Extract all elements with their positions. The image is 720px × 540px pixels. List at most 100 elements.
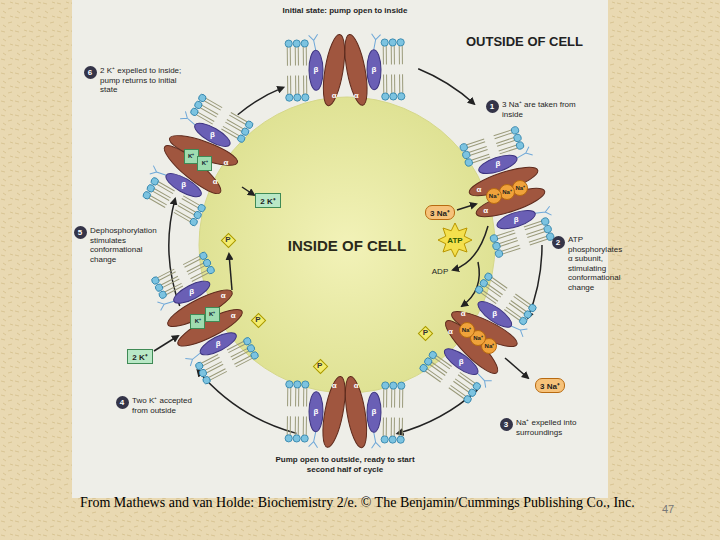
lipid-tail (391, 389, 395, 437)
lipid-tail (287, 47, 291, 95)
lipid-head (462, 150, 471, 159)
step-text: ATP phosphorylates α subunit, stimulatin… (568, 235, 628, 293)
alpha-subunit (318, 375, 349, 449)
lipid-head (301, 435, 308, 442)
atp-star: ATP (437, 222, 473, 258)
atp-arrow (462, 262, 479, 306)
beta-label: β (210, 131, 215, 139)
potassium-ion: K⁺ (184, 149, 199, 164)
beta-subunit (309, 392, 323, 432)
lipid-head (293, 435, 300, 442)
sodium-ion: Na⁺ (459, 322, 475, 338)
lipid-tail (391, 45, 395, 93)
ion-arrow (154, 336, 178, 351)
callout-number: 4 (116, 396, 129, 409)
beta-label: β (514, 216, 519, 224)
lipid-head (389, 436, 396, 443)
ion-count: 3 Na⁺ (535, 378, 565, 393)
callout-number: 6 (84, 66, 97, 79)
sugar-chain (515, 147, 533, 161)
sodium-potassium-pump (285, 374, 405, 449)
lipid-tail (466, 130, 513, 148)
sodium-potassium-pump (454, 124, 560, 260)
phosphate-arrow (229, 254, 232, 290)
alpha-subunit (164, 284, 236, 333)
phosphate: P (251, 313, 265, 327)
beta-label: β (495, 160, 500, 168)
lipid-head (381, 39, 388, 46)
lipid-head (459, 143, 468, 152)
region-label: OUTSIDE OF CELL (466, 34, 606, 49)
callout-number: 1 (486, 100, 499, 113)
node-label: INSIDE OF CELL (288, 237, 406, 254)
phosphate: P (313, 359, 327, 373)
atp-arrow (453, 226, 488, 270)
sugar-chain (372, 432, 381, 448)
lipid-head (202, 375, 212, 385)
lipid-head (302, 94, 309, 101)
alpha-label: α (224, 159, 229, 167)
alpha-label: α (448, 328, 453, 336)
lipid-tail (499, 229, 546, 247)
lipid-head (250, 351, 260, 361)
sodium-ion: Na⁺ (486, 188, 502, 204)
alpha-label: α (461, 310, 466, 318)
beta-subunit (367, 392, 381, 432)
lipid-tail (490, 277, 531, 307)
alpha-subunit (440, 315, 503, 379)
alpha-label: α (354, 92, 359, 100)
lipid-head (510, 126, 519, 135)
alpha-subunit (319, 33, 348, 107)
lipid-tail (209, 355, 253, 380)
lipid-tail (501, 236, 548, 254)
alpha-label: α (483, 207, 488, 215)
product-label: ADP (432, 267, 448, 277)
lipid-head (494, 249, 503, 258)
lipid-tail (303, 46, 307, 94)
lipid-head (398, 93, 405, 100)
ion-count: 2 K⁺ (127, 349, 152, 364)
lipid-head (543, 225, 552, 234)
lipid-tail (383, 46, 387, 94)
alpha-label: α (332, 92, 337, 100)
lipid-tail (149, 195, 192, 221)
ion-count: 2 K⁺ (255, 193, 280, 208)
beta-label: β (459, 358, 464, 366)
alpha-label: α (332, 382, 337, 390)
ion-arrow (457, 204, 476, 210)
sugar-chain (510, 320, 528, 337)
sugar-chain (149, 166, 167, 182)
beta-label: β (314, 66, 319, 74)
sugar-chain (309, 34, 318, 50)
lipid-head (294, 94, 301, 101)
sugar-chain (157, 295, 175, 310)
sugar-chain (534, 206, 552, 220)
alpha-label: α (354, 382, 359, 390)
lipid-head (142, 190, 152, 200)
cycle-arrow (398, 390, 478, 434)
lipid-head (492, 242, 501, 251)
beta-label: β (189, 288, 194, 296)
potassium-ion: K⁺ (205, 307, 220, 322)
lipid-head (302, 381, 309, 388)
ion-arrow (242, 187, 254, 195)
phosphate: P (221, 233, 235, 247)
potassium-ion: K⁺ (190, 314, 205, 329)
alpha-subunit (340, 33, 371, 107)
lipid-head (419, 363, 429, 373)
callout-number: 3 (500, 418, 513, 431)
alpha-label: α (213, 178, 218, 186)
step-text: Dephosphorylation stimulates conformatio… (90, 226, 162, 264)
lipid-tail (425, 369, 466, 399)
beta-label: β (314, 408, 319, 416)
lipid-head (199, 251, 209, 261)
lipid-head (285, 40, 292, 47)
lipid-tail (383, 388, 387, 436)
sodium-potassium-pump (136, 90, 259, 230)
lipid-head (390, 382, 397, 389)
step-text: 3 Na⁺ are taken from inside (502, 100, 577, 119)
lipid-tail (204, 98, 247, 124)
lipid-head (397, 436, 404, 443)
sugar-chain (309, 432, 318, 448)
